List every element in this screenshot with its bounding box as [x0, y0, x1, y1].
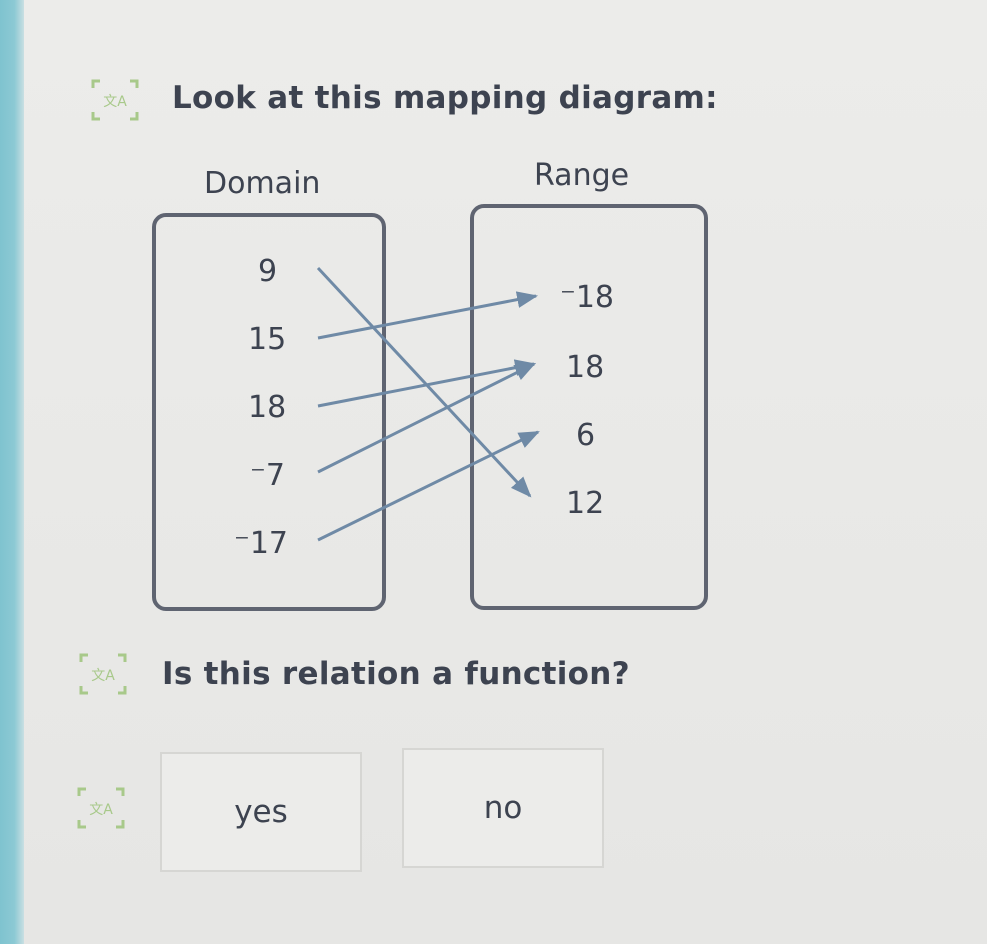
mapping-arrow [317, 430, 540, 542]
range-value: 12 [566, 486, 605, 521]
domain-value: 15 [248, 322, 287, 357]
svg-text:文A: 文A [89, 802, 113, 818]
mapping-arrow [317, 291, 539, 340]
answer-no-label: no [483, 790, 523, 826]
text-to-speech-icon[interactable]: 文A [90, 78, 140, 122]
domain-box [152, 213, 386, 611]
domain-value: ⁻7 [250, 458, 285, 493]
answer-no-button[interactable]: no [402, 748, 604, 868]
domain-label: Domain [204, 166, 321, 201]
range-value: ⁻18 [560, 280, 615, 315]
range-value: 18 [566, 350, 605, 385]
svg-text:文A: 文A [103, 94, 127, 110]
left-accent-strip [0, 0, 24, 944]
domain-value: ⁻17 [234, 526, 289, 561]
domain-value: 9 [258, 254, 278, 289]
answer-yes-label: yes [234, 794, 288, 830]
mapping-arrow [317, 362, 536, 474]
text-to-speech-icon[interactable]: 文A [78, 652, 128, 696]
range-box [470, 204, 708, 610]
svg-text:文A: 文A [91, 668, 115, 684]
text-to-speech-icon[interactable]: 文A [76, 786, 126, 830]
range-label: Range [534, 158, 630, 193]
mapping-arrow [317, 359, 537, 408]
mapping-arrow [316, 266, 532, 498]
question-prompt: Is this relation a function? [162, 656, 630, 692]
answer-yes-button[interactable]: yes [160, 752, 362, 872]
domain-value: 18 [248, 390, 287, 425]
range-value: 6 [576, 418, 596, 453]
intro-text: Look at this mapping diagram: [172, 80, 718, 116]
